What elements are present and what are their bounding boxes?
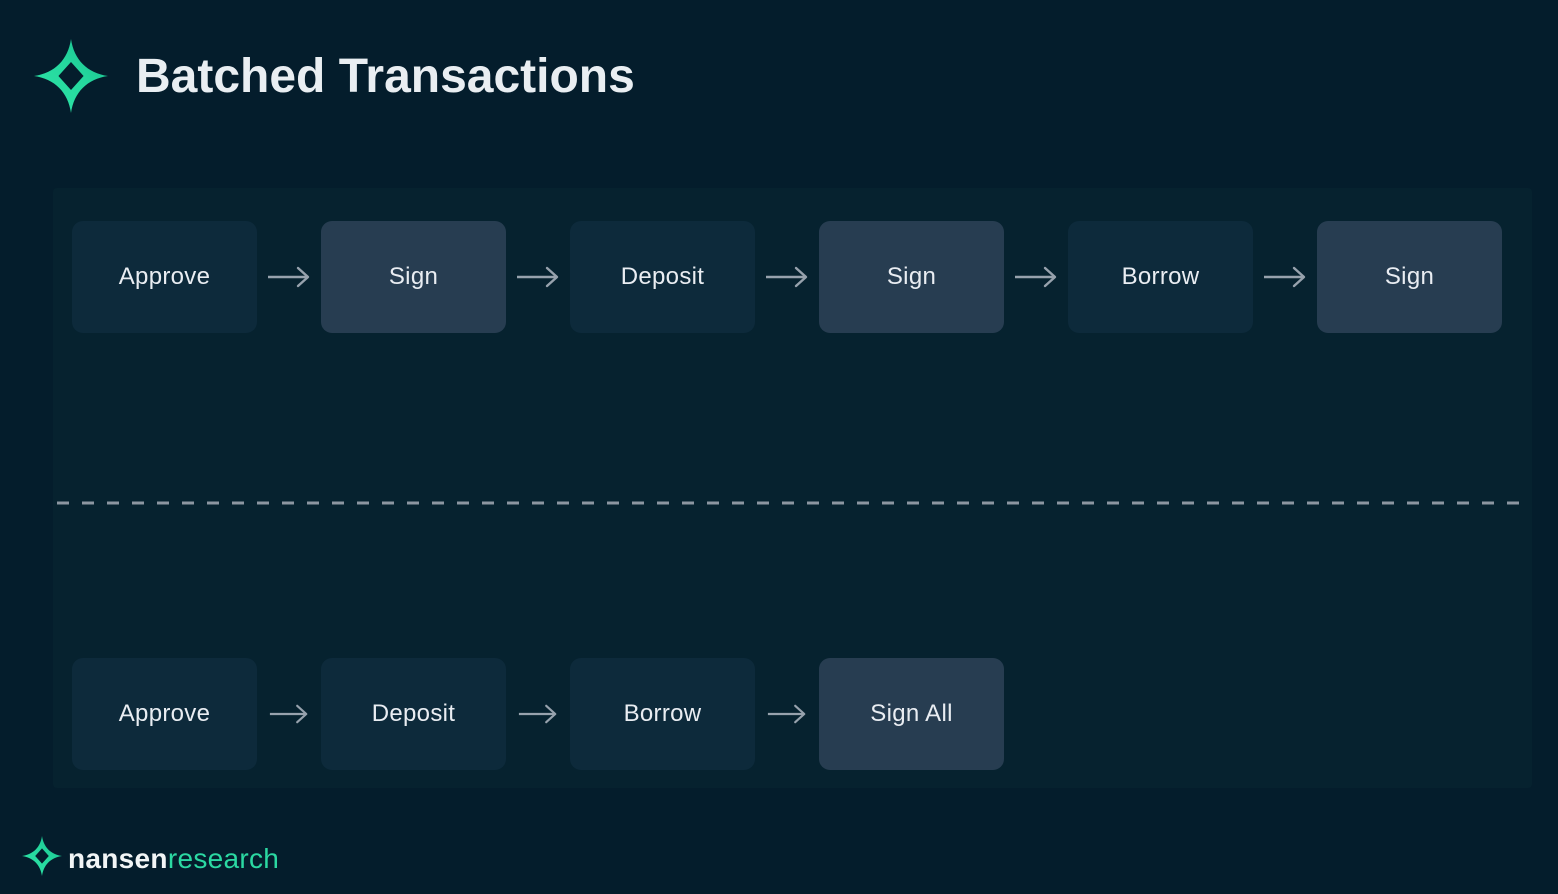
- arrow-right-icon: [1253, 265, 1317, 289]
- flow-step-borrow: Borrow: [1068, 221, 1253, 333]
- flow-step-label: Sign: [886, 263, 937, 290]
- flow-step-label: Approve: [118, 700, 211, 727]
- flow-step-label: Deposit: [620, 263, 705, 290]
- flow-step-approve-batched: Approve: [72, 658, 257, 770]
- arrow-right-icon: [755, 702, 819, 726]
- flow-step-deposit-batched: Deposit: [321, 658, 506, 770]
- arrow-right-icon: [257, 702, 321, 726]
- flow-panel: Approve Sign Deposit Sign: [53, 188, 1532, 788]
- flow-row-top: Approve Sign Deposit Sign: [72, 221, 1502, 333]
- brand-name: nansen: [68, 843, 168, 874]
- flow-step-sign-2: Sign: [819, 221, 1004, 333]
- nansen-star-icon: [34, 39, 108, 113]
- flow-step-label: Sign: [388, 263, 439, 290]
- page-title: Batched Transactions: [136, 49, 635, 103]
- dashed-divider: [57, 492, 1530, 505]
- flow-row-bottom: Approve Deposit Borrow Sign All: [72, 658, 1004, 770]
- nansen-star-icon: [22, 836, 62, 876]
- flow-step-label: Borrow: [1121, 263, 1200, 290]
- flow-step-label: Approve: [118, 263, 211, 290]
- flow-step-sign-1: Sign: [321, 221, 506, 333]
- arrow-right-icon: [755, 265, 819, 289]
- flow-step-borrow-batched: Borrow: [570, 658, 755, 770]
- flow-step-label: Sign All: [870, 700, 953, 727]
- flow-step-label: Borrow: [623, 700, 702, 727]
- flow-step-label: Sign: [1384, 263, 1435, 290]
- flow-step-deposit: Deposit: [570, 221, 755, 333]
- flow-step-approve: Approve: [72, 221, 257, 333]
- flow-step-sign-3: Sign: [1317, 221, 1502, 333]
- header: Batched Transactions: [34, 36, 635, 116]
- brand-suffix: research: [167, 843, 280, 874]
- arrow-right-icon: [506, 702, 570, 726]
- footer-brand: nansenresearch: [22, 834, 279, 878]
- flow-step-label: Deposit: [371, 700, 456, 727]
- arrow-right-icon: [257, 265, 321, 289]
- arrow-right-icon: [1004, 265, 1068, 289]
- arrow-right-icon: [506, 265, 570, 289]
- wordmark: nansenresearch: [68, 844, 279, 878]
- flow-step-sign-all: Sign All: [819, 658, 1004, 770]
